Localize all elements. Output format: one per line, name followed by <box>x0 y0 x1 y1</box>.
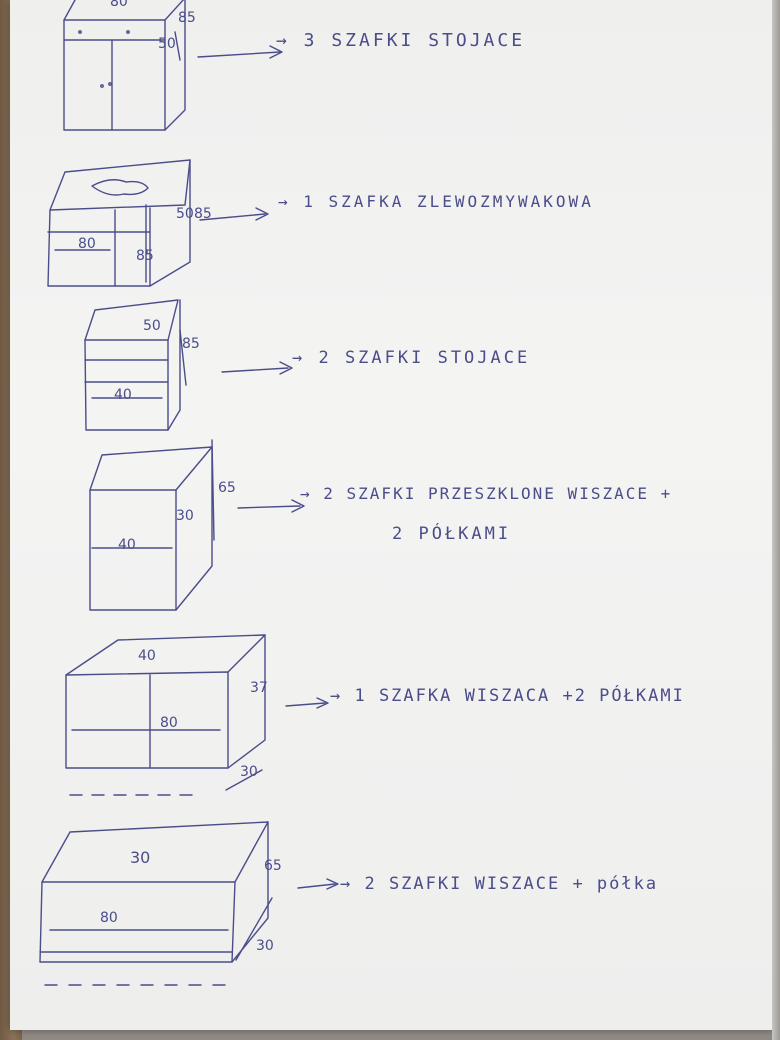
dim-s6-depth: 30 <box>130 848 151 867</box>
dim-s6-height: 65 <box>264 858 282 874</box>
dim-s5-depth2: 30 <box>240 764 258 780</box>
dim-s6-width: 80 <box>100 910 118 926</box>
sketch-6-wall-cabinets <box>39 821 339 986</box>
dim-s2-depth: 50 <box>176 206 194 222</box>
dim-s2-height: 85 <box>194 206 212 222</box>
sketch-3-narrow-base <box>84 299 293 431</box>
sketch-2-sink-cabinet <box>47 159 269 287</box>
dim-s2-inner: 85 <box>136 248 154 264</box>
dim-s5-depth: 40 <box>138 648 156 664</box>
dim-s1-width: 80 <box>110 0 128 10</box>
dim-s5-height: 37 <box>250 680 268 696</box>
dim-s1-height: 85 <box>178 10 196 26</box>
table-right-edge <box>772 0 780 1040</box>
dim-s3-width: 40 <box>114 387 132 403</box>
note-5: → 1 SZAFKA WISZACA +2 PÓŁKAMI <box>330 686 685 706</box>
dim-s1-depth: 50 <box>158 36 176 52</box>
note-4-line-2: 2 PÓŁKAMI <box>392 524 512 544</box>
note-2: → 1 SZAFKA ZLEWOZMYWAKOWA <box>278 192 594 211</box>
paper-sheet <box>10 0 775 1030</box>
dim-s3-depth: 50 <box>143 318 161 334</box>
sketch-4-glass-wall-cabinet <box>89 439 305 611</box>
sketch-1-base-cabinet <box>63 0 283 131</box>
dim-s5-width: 80 <box>160 715 178 731</box>
dim-s6-depth2: 30 <box>256 938 274 954</box>
dim-s2-width: 80 <box>78 236 96 252</box>
note-1: → 3 SZAFKI STOJACE <box>276 30 526 51</box>
dim-s4-depth: 30 <box>176 508 194 524</box>
note-6: → 2 SZAFKI WISZACE + półka <box>340 874 659 894</box>
sketch-5-wide-wall-cabinet <box>65 634 329 796</box>
dim-s4-height: 65 <box>218 480 236 496</box>
note-3: → 2 SZAFKI STOJACE <box>292 348 531 368</box>
dim-s4-width: 40 <box>118 537 136 553</box>
dim-s3-height: 85 <box>182 336 200 352</box>
note-4: → 2 SZAFKI PRZESZKLONE WISZACE + <box>300 484 673 503</box>
